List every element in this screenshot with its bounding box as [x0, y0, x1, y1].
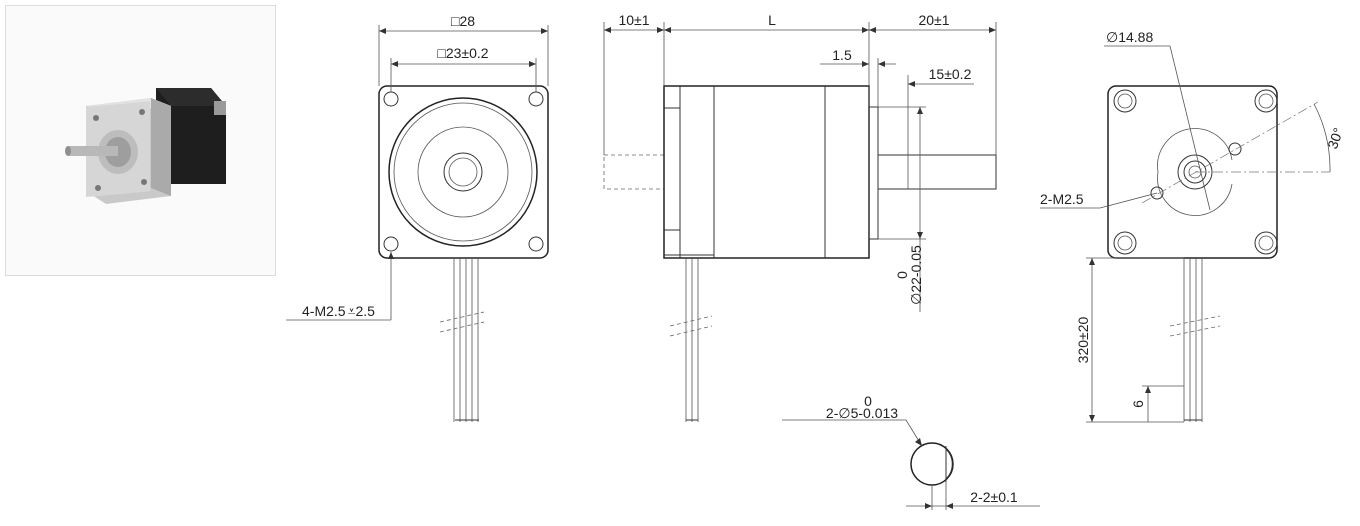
dim-body-length: L	[768, 12, 776, 28]
dim-outer-square: □28	[451, 13, 475, 29]
mount-hole	[528, 91, 544, 107]
dim-boss-tol: 0	[894, 271, 910, 279]
dim-flat-depth: 2-2±0.1	[970, 489, 1018, 505]
lead-wires	[685, 258, 699, 422]
dim-flat-length: 15±0.2	[929, 66, 972, 82]
corner-hole	[1113, 89, 1137, 113]
boss-inner-circle	[417, 126, 509, 218]
stepper-motor-icon	[65, 88, 226, 204]
motor-body	[663, 85, 870, 259]
front-boss	[868, 106, 879, 240]
boss-outer-circle	[388, 97, 538, 247]
screw-hole	[1150, 186, 1164, 200]
dim-rear-shaft: 10±1	[618, 12, 649, 28]
dim-hole-pitch: □23±0.2	[437, 45, 488, 61]
lead-wires	[453, 258, 479, 422]
dim-boss-dia: ∅22-0.05	[908, 245, 924, 305]
dim-circle-dia: ∅14.88	[1106, 29, 1153, 45]
label-screw-holes: 2-M2.5	[1040, 191, 1084, 207]
break-marks	[439, 311, 485, 333]
side-view: 10±1 L 20±1 1.5 15±0.2 0 ∅22-0.05	[603, 12, 997, 422]
screw-hole	[1228, 142, 1242, 156]
depth-symbol-icon: ⩡	[348, 303, 356, 319]
corner-hole	[1254, 231, 1278, 255]
rear-hub	[1177, 154, 1213, 190]
mount-hole	[383, 236, 399, 252]
product-photo	[5, 5, 276, 276]
dim-angle: 30°	[1324, 126, 1346, 151]
front-shaft	[877, 154, 997, 190]
shaft-end-circle	[443, 152, 483, 192]
dim-front-shaft: 20±1	[918, 12, 949, 28]
dim-strip-length: 6	[1130, 400, 1146, 408]
front-view: □28 □23±0.2 4-M2.5⩡2.5	[286, 13, 549, 422]
dim-lead-length: 320±20	[1075, 316, 1091, 363]
mount-hole	[383, 91, 399, 107]
lead-wires	[1183, 258, 1203, 422]
rear-shaft	[603, 154, 665, 190]
corner-hole	[1254, 89, 1278, 113]
label-mount-holes: 4-M2.5⩡2.5	[302, 303, 375, 319]
front-flange-square	[378, 85, 549, 259]
mount-hole	[528, 236, 544, 252]
dim-shaft-dia: 2-∅5-0.013	[826, 405, 898, 421]
rear-view: 30° ∅14.88 2-M2.5 320±20 6	[1040, 29, 1346, 423]
shaft-detail: 0 2-∅5-0.013 2-2±0.1	[782, 393, 1040, 510]
dim-shaft-tol: 0	[864, 393, 872, 409]
corner-hole	[1113, 231, 1137, 255]
dim-boss-height: 1.5	[832, 47, 852, 63]
